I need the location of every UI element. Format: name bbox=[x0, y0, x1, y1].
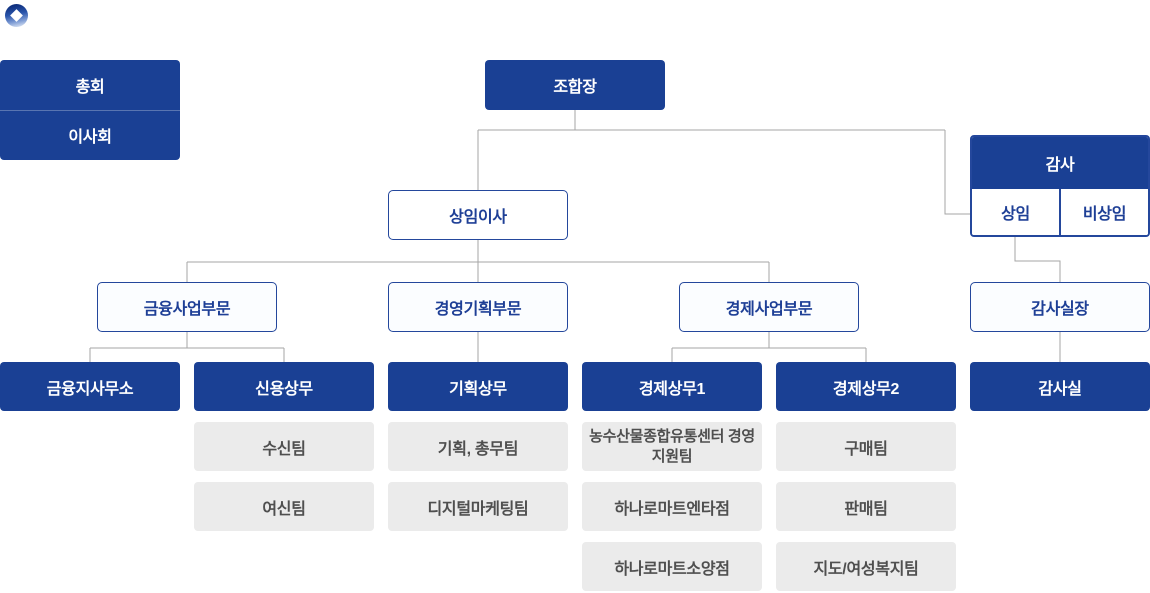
logo-diamond-hole bbox=[10, 9, 23, 22]
board-of-directors-label: 이사회 bbox=[68, 129, 112, 147]
planning-division-box: 경영기획부문 bbox=[388, 282, 568, 332]
finance-division-box: 금융사업부문 bbox=[97, 282, 277, 332]
team-agrofood-distribution-center: 농수산물종합유통센터 경영지원팀 bbox=[582, 422, 762, 471]
brand-logo-icon bbox=[5, 4, 28, 27]
team-guidance-womens-welfare: 지도/여성복지팀 bbox=[776, 542, 956, 591]
team-purchasing: 구매팀 bbox=[776, 422, 956, 471]
economy-division-box: 경제사업부문 bbox=[679, 282, 859, 332]
standing-director-box: 상임이사 bbox=[388, 190, 568, 240]
economy-exec2-box: 경제상무2 bbox=[776, 362, 956, 411]
audit-cells: 상임 비상임 bbox=[972, 189, 1148, 235]
team-hanaro-mart-enta: 하나로마트엔타점 bbox=[582, 482, 762, 531]
president-box: 조합장 bbox=[485, 60, 665, 110]
audit-chief-box: 감사실장 bbox=[970, 282, 1150, 332]
team-loans: 여신팀 bbox=[194, 482, 374, 531]
team-sales: 판매팀 bbox=[776, 482, 956, 531]
governance-box: 총회 이사회 bbox=[0, 60, 180, 160]
general-assembly-label: 총회 bbox=[0, 60, 180, 111]
audit-title: 감사 bbox=[972, 137, 1148, 189]
team-deposits: 수신팀 bbox=[194, 422, 374, 471]
team-planning-general-affairs: 기획, 총무팀 bbox=[388, 422, 568, 471]
audit-office-box: 감사실 bbox=[970, 362, 1150, 411]
audit-standing-cell: 상임 bbox=[972, 189, 1061, 235]
audit-nonstanding-cell: 비상임 bbox=[1061, 189, 1148, 235]
credit-exec-box: 신용상무 bbox=[194, 362, 374, 411]
team-digital-marketing: 디지털마케팅팀 bbox=[388, 482, 568, 531]
team-hanaro-mart-soyang: 하나로마트소양점 bbox=[582, 542, 762, 591]
finance-branch-office-box: 금융지사무소 bbox=[0, 362, 180, 411]
planning-exec-box: 기획상무 bbox=[388, 362, 568, 411]
audit-box: 감사 상임 비상임 bbox=[970, 135, 1150, 237]
economy-exec1-box: 경제상무1 bbox=[582, 362, 762, 411]
